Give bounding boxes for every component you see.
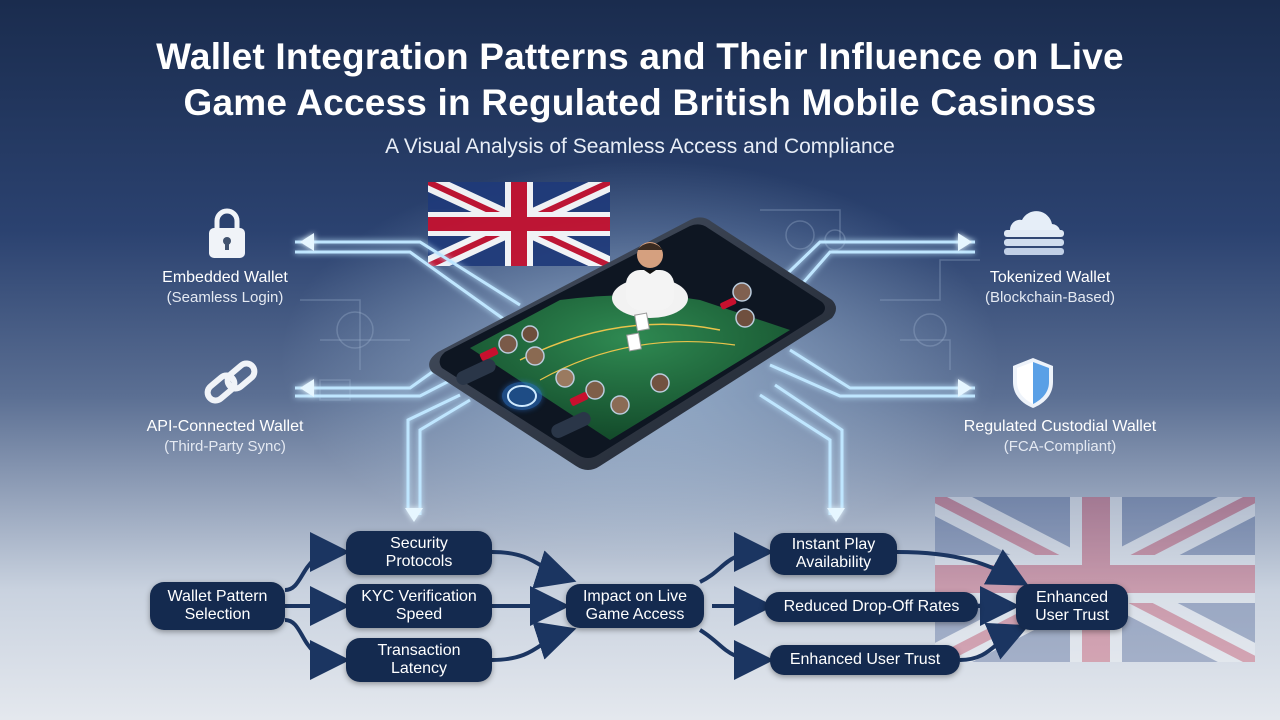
- wallet-name: Embedded Wallet: [162, 269, 288, 286]
- shield-icon: [1013, 358, 1053, 408]
- wallet-label-api: API-Connected Wallet (Third-Party Sync): [100, 417, 350, 457]
- phone: [429, 217, 836, 470]
- blackjack-table: [470, 295, 790, 440]
- flow-factor-latency: Transaction Latency: [346, 638, 492, 682]
- page-subtitle: A Visual Analysis of Seamless Access and…: [385, 135, 895, 158]
- uk-flag-top: [428, 182, 610, 266]
- wallet-label-custodial: Regulated Custodial Wallet (FCA-Complian…: [920, 417, 1200, 457]
- flow-start-pill: Wallet Pattern Selection: [150, 582, 285, 630]
- chain-link-icon: [204, 360, 258, 404]
- wallet-desc: (FCA-Compliant): [1003, 438, 1117, 455]
- card: [634, 312, 650, 332]
- flow-outcome-drop-off: Reduced Drop-Off Rates: [765, 592, 978, 622]
- play-button-graphic: [502, 382, 542, 410]
- wallet-desc: (Third-Party Sync): [164, 438, 286, 455]
- flow-result-pill: Enhanced User Trust: [1016, 584, 1128, 630]
- page-title-line-2: Game Access in Regulated British Mobile …: [183, 82, 1097, 123]
- chips: [479, 297, 737, 406]
- flow-factor-security: Security Protocols: [346, 531, 492, 575]
- wallet-label-embedded: Embedded Wallet (Seamless Login): [120, 268, 330, 308]
- flow-outcome-user-trust: Enhanced User Trust: [770, 645, 960, 675]
- padlock-icon: [209, 208, 245, 258]
- dealer: [612, 242, 688, 318]
- wallet-name: Regulated Custodial Wallet: [963, 418, 1157, 435]
- wallet-name: Tokenized Wallet: [989, 269, 1111, 286]
- flow-outcome-instant-play: Instant Play Availability: [770, 533, 897, 575]
- wallet-name: API-Connected Wallet: [146, 418, 304, 435]
- wallet-desc: (Blockchain-Based): [984, 289, 1116, 306]
- page-title-line-1: Wallet Integration Patterns and Their In…: [156, 36, 1124, 77]
- flow-factor-kyc: KYC Verification Speed: [346, 584, 492, 628]
- card: [626, 332, 642, 352]
- wallet-label-tokenized: Tokenized Wallet (Blockchain-Based): [935, 268, 1165, 308]
- flow-impact-pill: Impact on Live Game Access: [566, 584, 704, 628]
- cloud-stack-icon: [1004, 211, 1064, 255]
- wallet-desc: (Seamless Login): [166, 289, 284, 306]
- player-avatars: [498, 282, 755, 415]
